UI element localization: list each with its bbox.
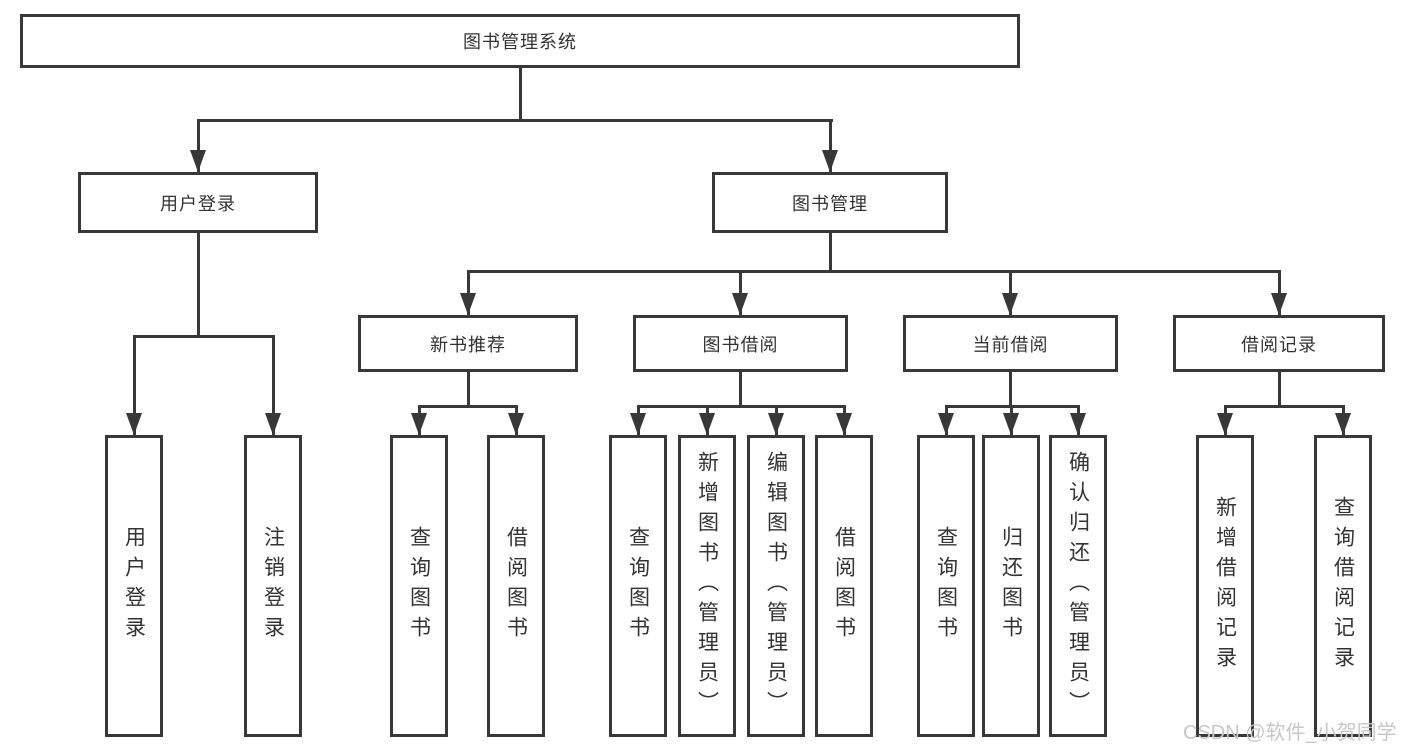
arrowhead-down-icon bbox=[126, 413, 142, 435]
arrowhead-down-icon bbox=[1271, 293, 1287, 315]
leaf-query-books-current-label: 查询图书 bbox=[934, 526, 958, 646]
leaf-query-borrow-record-label: 查询借阅记录 bbox=[1331, 496, 1355, 676]
node-new-book-recommendation-label: 新书推荐 bbox=[430, 334, 506, 355]
arrowhead-down-icon bbox=[1070, 413, 1086, 435]
leaf-borrow-books-recommend: 借阅图书 bbox=[487, 435, 545, 737]
node-book-management-label: 图书管理 bbox=[792, 193, 868, 214]
arrowhead-down-icon bbox=[265, 413, 281, 435]
connector-line bbox=[133, 335, 275, 338]
leaf-return-books-label: 归还图书 bbox=[999, 526, 1023, 646]
arrowhead-down-icon bbox=[836, 413, 852, 435]
node-root-label: 图书管理系统 bbox=[463, 32, 577, 52]
leaf-add-books-admin-label: 新增图书（管理员） bbox=[695, 451, 719, 721]
connector-line bbox=[197, 119, 200, 172]
arrowhead-down-icon bbox=[699, 413, 715, 435]
arrowhead-down-icon bbox=[630, 413, 646, 435]
connector-line bbox=[197, 233, 200, 338]
node-borrowing-records-label: 借阅记录 bbox=[1241, 334, 1317, 355]
node-current-borrowing: 当前借阅 bbox=[903, 315, 1118, 372]
connector-line bbox=[467, 372, 470, 408]
connector-line bbox=[519, 68, 522, 122]
node-user-login: 用户登录 bbox=[78, 172, 318, 233]
leaf-edit-books-admin-label: 编辑图书（管理员） bbox=[764, 451, 788, 721]
connector-line bbox=[467, 270, 470, 315]
connector-line bbox=[467, 270, 1281, 273]
arrowhead-down-icon bbox=[190, 150, 206, 172]
leaf-user-login: 用户登录 bbox=[105, 435, 163, 737]
arrowhead-down-icon bbox=[1217, 413, 1233, 435]
connector-line bbox=[1278, 372, 1281, 408]
leaf-query-books-borrowing-label: 查询图书 bbox=[626, 526, 650, 646]
node-current-borrowing-label: 当前借阅 bbox=[972, 334, 1049, 355]
node-book-borrowing: 图书借阅 bbox=[633, 315, 848, 372]
connector-line bbox=[829, 119, 832, 172]
arrowhead-down-icon bbox=[411, 413, 427, 435]
leaf-borrow-books-recommend-label: 借阅图书 bbox=[504, 526, 528, 646]
leaf-add-borrow-record-label: 新增借阅记录 bbox=[1213, 496, 1237, 676]
connector-line bbox=[272, 335, 275, 435]
leaf-confirm-return-admin-label: 确认归还（管理员） bbox=[1066, 451, 1090, 721]
arrowhead-down-icon bbox=[822, 150, 838, 172]
arrowhead-down-icon bbox=[1002, 293, 1018, 315]
connector-line bbox=[418, 405, 518, 408]
node-user-login-label: 用户登录 bbox=[160, 193, 236, 214]
connector-line bbox=[739, 372, 742, 408]
leaf-query-books-recommend-label: 查询图书 bbox=[407, 526, 431, 646]
connector-line bbox=[1278, 270, 1281, 315]
leaf-borrow-books-borrowing: 借阅图书 bbox=[815, 435, 873, 737]
arrowhead-down-icon bbox=[768, 413, 784, 435]
node-new-book-recommendation: 新书推荐 bbox=[358, 315, 578, 372]
node-book-management: 图书管理 bbox=[712, 172, 948, 233]
connector-line bbox=[637, 405, 846, 408]
node-book-borrowing-label: 图书借阅 bbox=[702, 334, 779, 355]
connector-line bbox=[1009, 372, 1012, 408]
leaf-query-borrow-record: 查询借阅记录 bbox=[1314, 435, 1372, 737]
connector-line bbox=[1224, 405, 1345, 408]
watermark: CSDN @软件_小贺同学 bbox=[1183, 722, 1397, 744]
node-root: 图书管理系统 bbox=[20, 14, 1020, 68]
leaf-logout-login: 注销登录 bbox=[244, 435, 302, 737]
arrowhead-down-icon bbox=[508, 413, 524, 435]
connector-line bbox=[197, 119, 833, 122]
arrowhead-down-icon bbox=[460, 293, 476, 315]
node-borrowing-records: 借阅记录 bbox=[1173, 315, 1385, 372]
leaf-logout-login-label: 注销登录 bbox=[261, 526, 285, 646]
connector-line bbox=[1009, 270, 1012, 315]
leaf-confirm-return-admin: 确认归还（管理员） bbox=[1049, 435, 1107, 737]
connector-line bbox=[133, 335, 136, 435]
leaf-query-books-borrowing: 查询图书 bbox=[609, 435, 667, 737]
leaf-query-books-current: 查询图书 bbox=[917, 435, 975, 737]
arrowhead-down-icon bbox=[732, 293, 748, 315]
leaf-add-borrow-record: 新增借阅记录 bbox=[1196, 435, 1254, 737]
arrowhead-down-icon bbox=[1335, 413, 1351, 435]
leaf-user-login-label: 用户登录 bbox=[122, 526, 146, 646]
connector-line bbox=[829, 233, 832, 273]
arrowhead-down-icon bbox=[938, 413, 954, 435]
leaf-borrow-books-borrowing-label: 借阅图书 bbox=[832, 526, 856, 646]
leaf-add-books-admin: 新增图书（管理员） bbox=[678, 435, 736, 737]
connector-line bbox=[739, 270, 742, 315]
leaf-edit-books-admin: 编辑图书（管理员） bbox=[747, 435, 805, 737]
leaf-return-books: 归还图书 bbox=[982, 435, 1040, 737]
arrowhead-down-icon bbox=[1003, 413, 1019, 435]
leaf-query-books-recommend: 查询图书 bbox=[390, 435, 448, 737]
